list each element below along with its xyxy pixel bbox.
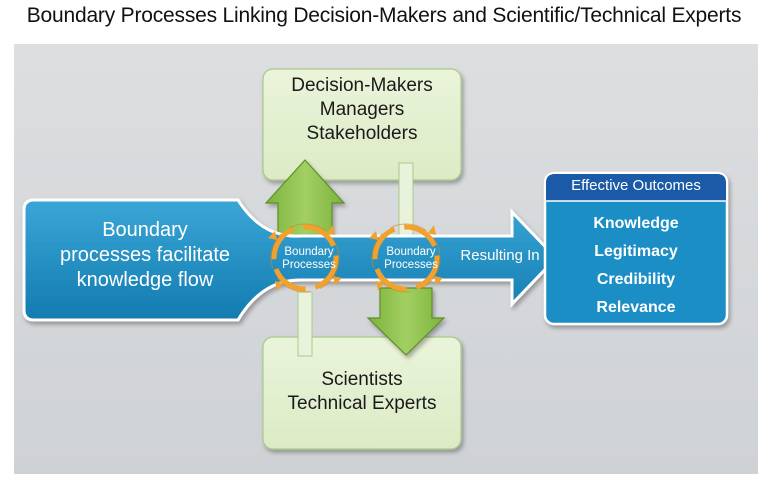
bp2-line-1: Boundary [386,246,436,258]
boundary-cycle-2 [369,223,443,293]
down-arrow [366,287,446,356]
flow-text-line-3: knowledge flow [76,269,214,291]
outcome-relevance: Relevance [596,299,676,316]
stakeholders-line: Stakeholders [306,122,418,144]
boundary-cycle-1 [268,223,342,293]
outcomes-list: Knowledge Legitimacy Credibility Relevan… [548,210,724,322]
decision-makers-line: Decision-Makers [291,75,433,96]
outcome-legitimacy: Legitimacy [594,243,678,260]
outcome-knowledge: Knowledge [593,215,679,232]
managers-line: Managers [319,98,405,120]
knowledge-flow-arrow [22,198,559,322]
scientists-box [262,336,462,450]
bp1-line-2: Processes [282,259,336,272]
outcomes-header [546,174,726,201]
effective-outcomes-title: Effective Outcomes [571,177,701,194]
decision-makers-box [262,68,462,181]
flow-text-line-1: Boundary [102,219,188,241]
connector-bottom [297,291,313,357]
outcome-credibility: Credibility [596,271,676,288]
diagram-title: Boundary Processes Linking Decision-Make… [26,4,742,27]
outcomes-box [543,171,729,326]
technical-experts-line: Technical Experts [287,392,437,414]
bp1-line-1: Boundary [284,246,334,258]
scientists-line: Scientists [321,369,403,390]
boundary-processes-label-2: Boundary Processes [366,246,456,272]
flow-text-line-2: processes facilitate [59,244,231,266]
knowledge-flow-label: Boundary processes facilitate knowledge … [30,218,260,293]
boundary-processes-label-1: Boundary Processes [264,246,354,272]
resulting-in-label: Resulting In [460,247,540,264]
scientists-label: Scientists Technical Experts [263,368,461,416]
bp2-line-2: Processes [384,259,438,272]
decision-makers-label: Decision-Makers Managers Stakeholders [263,74,461,145]
